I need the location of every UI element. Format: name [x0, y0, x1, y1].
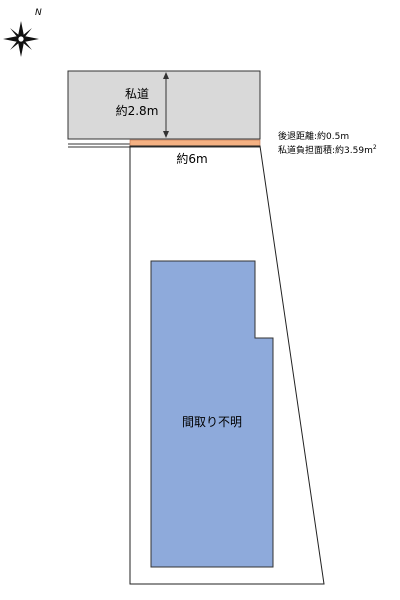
private-road-width: 約2.8m — [116, 103, 159, 118]
private-road-area — [67, 70, 261, 140]
road-width-arrow-bottom-icon — [163, 131, 169, 138]
frontage-length: 約6m — [176, 151, 207, 166]
compass-rose-icon — [3, 21, 39, 57]
private-road-burden-area-note: 私道負担面積:約3.59m2 — [278, 144, 377, 156]
north-label: N — [35, 8, 42, 18]
road-width-arrow-top-icon — [163, 72, 169, 79]
lot-boundary — [129, 145, 325, 585]
building-footprint — [150, 260, 274, 568]
private-road-name: 私道 — [125, 87, 149, 101]
setback-distance-note: 後退距離:約0.5m — [278, 130, 349, 142]
building-label: 間取り不明 — [182, 415, 242, 429]
setback-strip — [129, 139, 261, 147]
